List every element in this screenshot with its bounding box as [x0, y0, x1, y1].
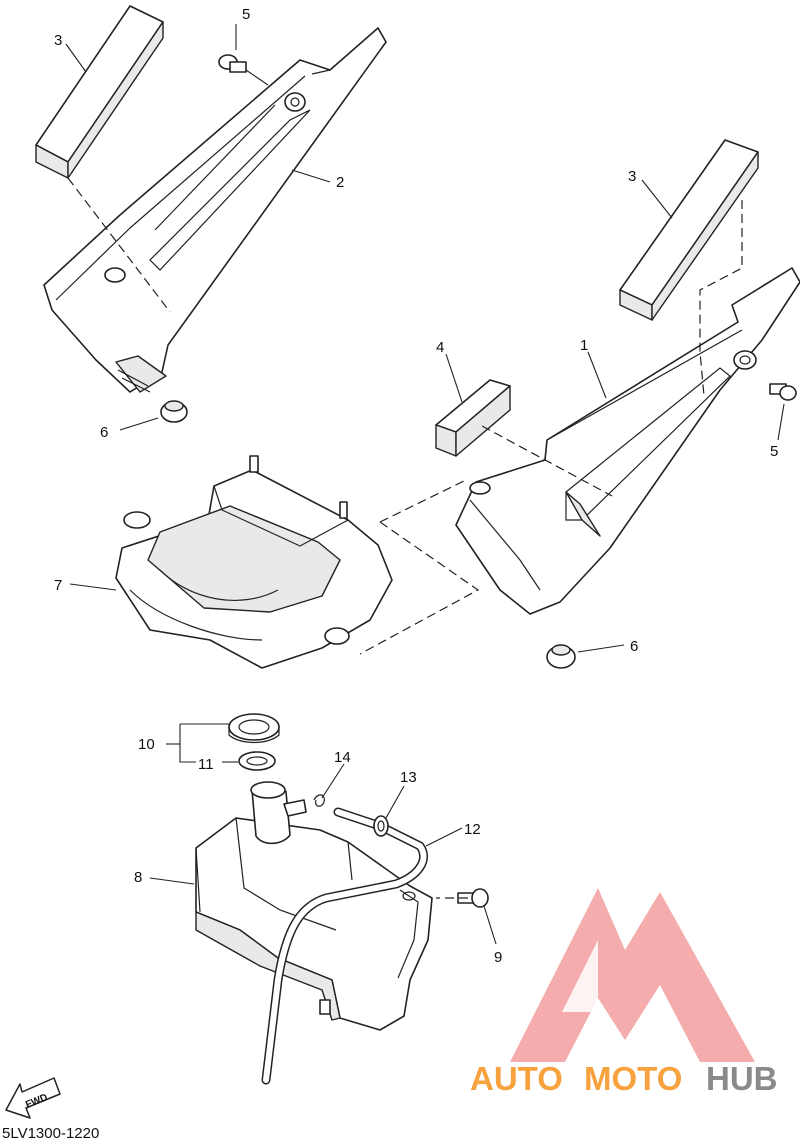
logo-mark-cutout	[562, 940, 598, 1012]
callout-6-right: 6	[630, 638, 638, 655]
part-4-pad-small	[435, 379, 511, 457]
part-2-side-cover-left	[43, 27, 387, 393]
callout-1: 1	[580, 337, 588, 354]
diagram-code: 5LV1300-1220	[2, 1125, 99, 1141]
part-1-side-cover-right	[455, 267, 800, 615]
part-5-bolt-right	[769, 383, 797, 401]
part-12-hose	[261, 807, 429, 1085]
logo-mark	[510, 888, 755, 1062]
part-3-pad-left	[35, 5, 164, 179]
callout-6-left: 6	[100, 424, 108, 441]
forward-direction-arrow-icon: FWD	[5, 1077, 61, 1119]
logo-text-moto: MOTO	[584, 1060, 682, 1097]
callout-8: 8	[134, 869, 142, 886]
callout-12: 12	[464, 821, 481, 838]
part-11-seal	[238, 751, 276, 771]
callout-5-right: 5	[770, 443, 778, 460]
logo-text-hub: HUB	[706, 1060, 778, 1097]
callout-5-upper: 5	[242, 6, 250, 23]
part-14-clip	[313, 794, 325, 807]
callout-numbers: 3 5 2 6 3 4 1 5 6 7 10 11 14 13 12 8 9	[54, 6, 778, 966]
part-6-grommet-left	[160, 400, 188, 423]
part-8-reservoir-tank	[195, 781, 433, 1031]
part-6-grommet-right	[546, 644, 576, 669]
assembly-dashed-lines	[67, 177, 743, 899]
logo-text-auto: AUTO	[470, 1060, 563, 1097]
callout-7: 7	[54, 577, 62, 594]
callout-3-left: 3	[54, 32, 62, 49]
callout-4: 4	[436, 339, 444, 356]
callout-3-right: 3	[628, 168, 636, 185]
callout-11: 11	[198, 756, 214, 773]
part-3-pad-right	[619, 139, 759, 321]
part-7-tray-assembly	[115, 455, 393, 669]
automotohub-logo: AUTO MOTO HUB	[470, 888, 778, 1097]
part-5-bolt-upper	[218, 54, 269, 86]
callout-14: 14	[334, 749, 351, 766]
callout-2: 2	[336, 174, 344, 191]
callout-10: 10	[138, 736, 155, 753]
part-13-hose-clamp	[373, 815, 389, 837]
callout-13: 13	[400, 769, 417, 786]
part-10-cap	[228, 713, 280, 744]
callout-leader-lines	[65, 24, 785, 945]
callout-9: 9	[494, 949, 502, 966]
